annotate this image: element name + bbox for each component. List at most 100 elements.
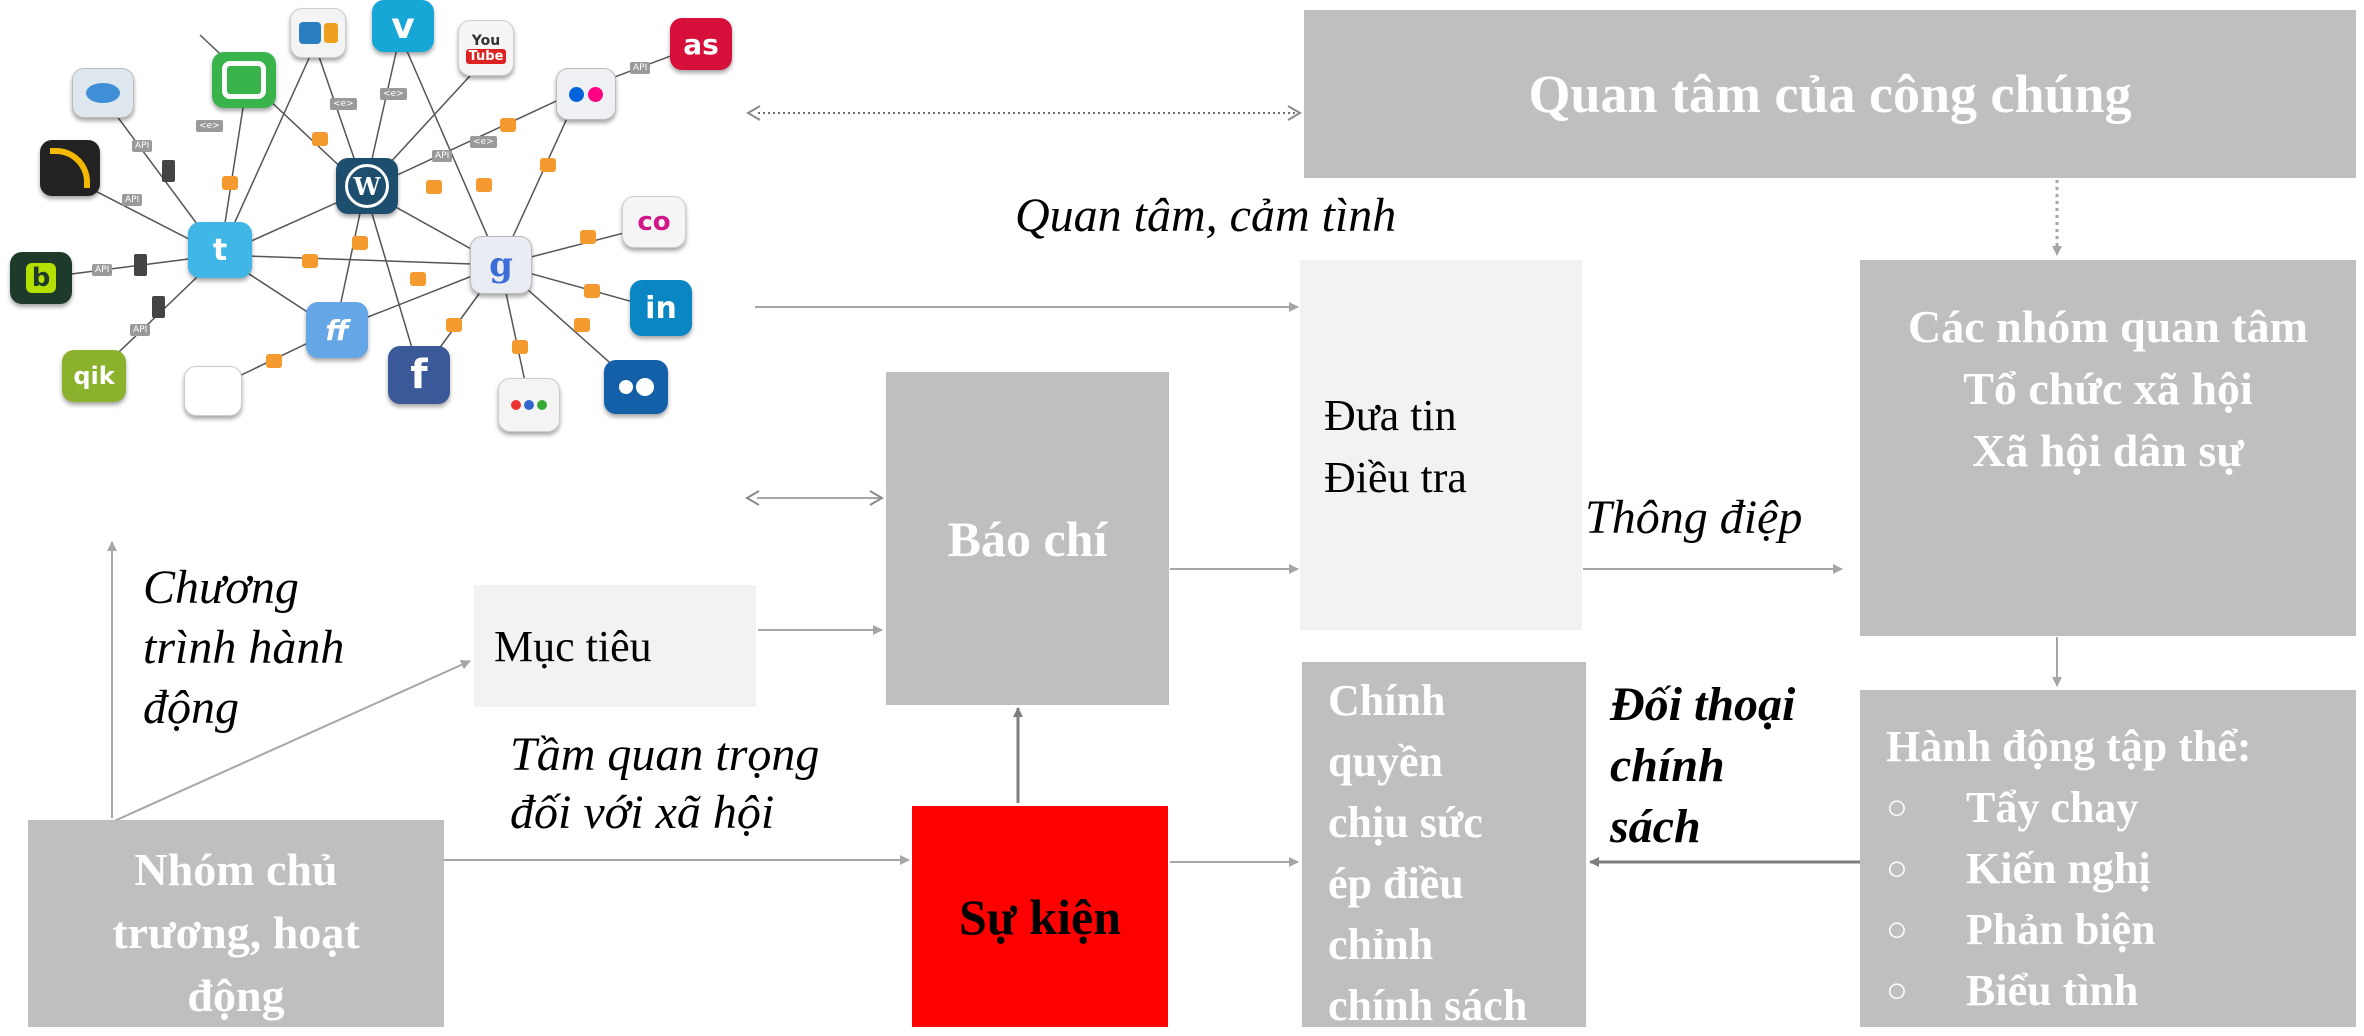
- event-label: Sự kiện: [958, 888, 1121, 945]
- api-tag: API: [92, 264, 113, 276]
- policy-dialogue-label: Đối thoại chính sách: [1610, 674, 1795, 857]
- rss-feed-icon: [540, 158, 556, 172]
- interest-groups-line: Các nhóm quan tâm: [1907, 301, 2308, 352]
- bullet-icon: ○: [1886, 848, 1908, 888]
- interest-groups-box: Các nhóm quan tâm Tổ chức xã hội Xã hội …: [1860, 260, 2356, 636]
- meetup-icon: [498, 378, 560, 432]
- rss-feed-icon: [512, 340, 528, 354]
- policy-dialogue-line: sách: [1610, 800, 1701, 853]
- advocacy-group-line: động: [187, 970, 285, 1021]
- social-importance-label: Tầm quan trọng đối với xã hội: [510, 726, 819, 842]
- phone-icon: [162, 160, 175, 182]
- reporting-box: Đưa tin Điều tra: [1300, 260, 1582, 630]
- collective-action-item: ○ Phản biện: [1886, 899, 2356, 960]
- government-line: Chính: [1328, 676, 1446, 725]
- action-program-line: động: [143, 681, 239, 734]
- government-box: Chính quyền chịu sức ép điều chỉnh chính…: [1302, 662, 1586, 1030]
- rss-feed-icon: [312, 132, 328, 146]
- rss-feed-icon: [580, 230, 596, 244]
- collective-action-label: Kiến nghị: [1966, 844, 2151, 893]
- rss-feed-icon: [446, 318, 462, 332]
- phone-icon: [152, 296, 165, 318]
- collective-action-item: ○ Biểu tình: [1886, 960, 2356, 1021]
- rss-feed-icon: [352, 236, 368, 250]
- collective-action-label: Biểu tình: [1966, 966, 2139, 1015]
- collective-action-title: Hành động tập thể:: [1886, 722, 2252, 771]
- slideshare-icon: [290, 8, 346, 58]
- youtube-icon: You Tube: [458, 20, 514, 76]
- reporting-line: Đưa tin: [1324, 391, 1457, 440]
- collective-action-item: ○ Kiến nghị: [1886, 838, 2356, 899]
- code-tag: <e>: [470, 136, 497, 148]
- qik-icon: qik: [62, 350, 126, 402]
- event-box: Sự kiện: [912, 806, 1168, 1027]
- vimeo-icon: v: [372, 0, 434, 52]
- flickr-icon: [556, 68, 616, 120]
- phone-icon: [134, 254, 147, 276]
- interest-sympathy-label: Quan tâm, cảm tình: [1015, 189, 1397, 242]
- collective-action-box: Hành động tập thể: ○Tẩy chay ○Kiến nghị …: [1860, 690, 2356, 1027]
- public-interest-box: Quan tâm của công chúng: [1304, 10, 2356, 178]
- action-program-label: Chương trình hành động: [143, 558, 344, 738]
- bebo-icon: b: [10, 252, 72, 304]
- creative-commons-icon: co: [622, 196, 686, 248]
- code-tag: <e>: [330, 98, 357, 110]
- government-line: chịu sức: [1328, 798, 1483, 847]
- friendfeed-icon: ff: [306, 302, 368, 358]
- press-label: Báo chí: [947, 510, 1108, 567]
- rss-feed-icon: [500, 118, 516, 132]
- message-label: Thông điệp: [1585, 491, 1803, 544]
- goal-label: Mục tiêu: [494, 621, 652, 671]
- twitter-icon: t: [188, 222, 252, 278]
- delicious-icon: [184, 366, 242, 416]
- government-line: chính sách: [1328, 981, 1528, 1030]
- linkedin-icon: in: [630, 280, 692, 336]
- api-tag: API: [630, 62, 651, 74]
- advocacy-to-goal-arrow: [111, 660, 471, 823]
- advocacy-group-line: Nhóm chủ: [134, 844, 338, 895]
- social-importance-line: đối với xã hội: [510, 786, 775, 839]
- bullet-icon: ○: [1886, 787, 1908, 827]
- identica-icon: [212, 52, 276, 108]
- rss-feed-icon: [266, 354, 282, 368]
- code-tag: <e>: [380, 88, 407, 100]
- myspace-icon: [604, 360, 668, 414]
- policy-dialogue-line: Đối thoại: [1610, 678, 1796, 731]
- action-program-line: Chương: [143, 561, 299, 614]
- advocacy-group-box: Nhóm chủ trương, hoạt động: [28, 820, 444, 1027]
- api-tag: API: [122, 194, 143, 206]
- rss-feed-icon: [574, 318, 590, 332]
- rss-feed-icon: [476, 178, 492, 192]
- rss-feed-icon: [426, 180, 442, 194]
- rss-feed-icon: [222, 176, 238, 190]
- public-interest-label: Quan tâm của công chúng: [1528, 64, 2132, 124]
- digg-icon: [72, 68, 134, 118]
- api-tag: API: [432, 150, 453, 162]
- policy-dialogue-line: chính: [1610, 739, 1725, 792]
- facebook-icon: f: [388, 346, 450, 404]
- reporting-line: Điều tra: [1324, 453, 1467, 502]
- collective-action-label: Tẩy chay: [1966, 783, 2139, 832]
- government-line: ép điều: [1328, 859, 1464, 908]
- bullet-icon: ○: [1886, 909, 1908, 949]
- rss-feed-icon: [410, 272, 426, 286]
- government-line: quyền: [1328, 737, 1443, 786]
- rss-icon: [40, 140, 100, 196]
- advocacy-group-line: trương, hoạt: [112, 907, 360, 958]
- rss-feed-icon: [302, 254, 318, 268]
- goal-box: Mục tiêu: [474, 585, 756, 707]
- government-line: chỉnh: [1328, 920, 1434, 969]
- action-program-line: trình hành: [143, 621, 345, 674]
- code-tag: <e>: [196, 120, 223, 132]
- api-tag: API: [130, 324, 151, 336]
- lastfm-icon: as: [670, 18, 732, 70]
- rss-feed-icon: [584, 284, 600, 298]
- collective-action-label: Phản biện: [1966, 905, 2156, 954]
- wordpress-icon: W: [336, 158, 398, 214]
- interest-groups-line: Tổ chức xã hội: [1963, 363, 2253, 414]
- bullet-icon: ○: [1886, 970, 1908, 1010]
- collective-action-item: ○ Tẩy chay: [1886, 777, 2356, 838]
- press-box: Báo chí: [886, 372, 1169, 705]
- interest-groups-lines: Các nhóm quan tâm Tổ chức xã hội Xã hội …: [1860, 296, 2356, 482]
